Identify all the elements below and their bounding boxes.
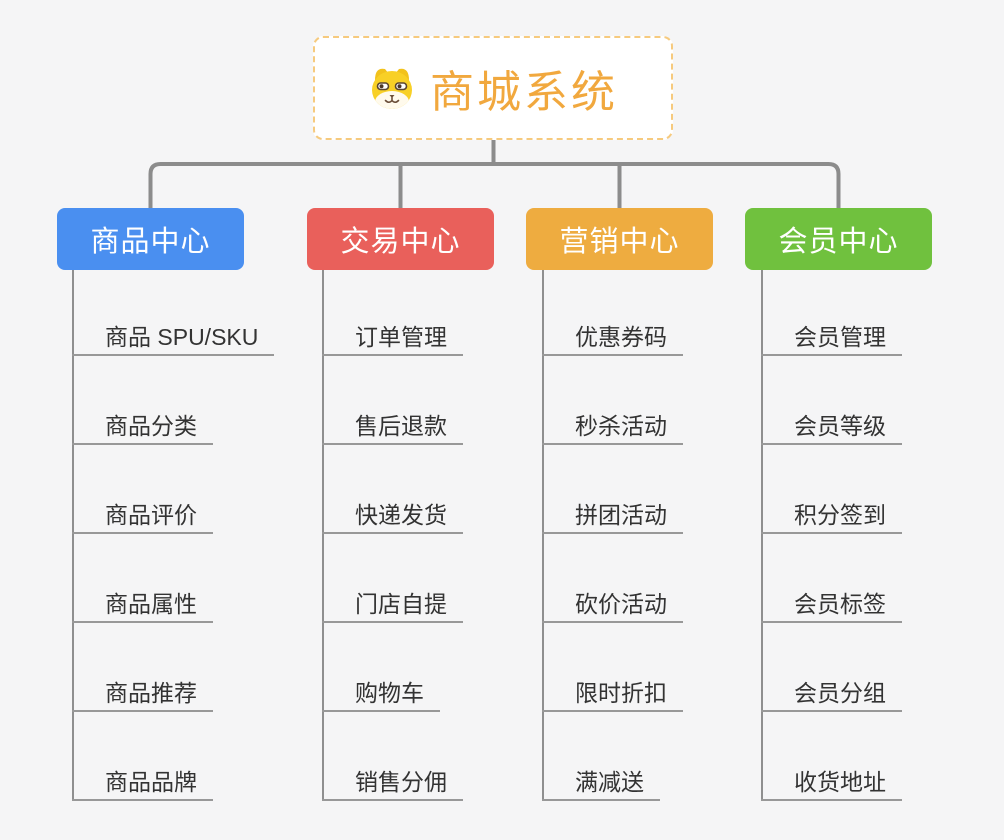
branch-label: 交易中心: [340, 226, 461, 258]
branch-node-member-center[interactable]: 会员中心: [745, 208, 932, 270]
branch-label: 会员中心: [778, 226, 899, 258]
leaf-node[interactable]: 收货地址: [761, 765, 902, 801]
root-title: 商城系统: [430, 68, 618, 117]
leaf-node[interactable]: 优惠券码: [542, 320, 683, 356]
branch-children-member: 会员管理 会员等级 积分签到 会员标签 会员分组 收货地址: [761, 268, 1004, 801]
leaf-node[interactable]: 满减送: [542, 765, 660, 801]
leaf-node[interactable]: 快递发货: [322, 498, 463, 534]
leaf-node[interactable]: 砍价活动: [542, 587, 683, 623]
leaf-node[interactable]: 商品评价: [72, 498, 213, 534]
branch-label: 商品中心: [90, 226, 211, 258]
leaf-node[interactable]: 商品属性: [72, 587, 213, 623]
leaf-node[interactable]: 购物车: [322, 676, 440, 712]
branch-children-product: 商品 SPU/SKU 商品分类 商品评价 商品属性 商品推荐 商品品牌: [72, 268, 352, 801]
leaf-node[interactable]: 门店自提: [322, 587, 463, 623]
leaf-node[interactable]: 拼团活动: [542, 498, 683, 534]
leaf-node[interactable]: 商品分类: [72, 409, 213, 445]
branch-node-marketing-center[interactable]: 营销中心: [526, 208, 713, 270]
leaf-node[interactable]: 会员分组: [761, 676, 902, 712]
leaf-node[interactable]: 商品推荐: [72, 676, 213, 712]
leaf-node[interactable]: 秒杀活动: [542, 409, 683, 445]
leaf-node[interactable]: 商品 SPU/SKU: [72, 320, 275, 356]
branch-children-marketing: 优惠券码 秒杀活动 拼团活动 砍价活动 限时折扣 满减送: [542, 268, 822, 801]
leaf-node[interactable]: 限时折扣: [542, 676, 683, 712]
leaf-node[interactable]: 积分签到: [761, 498, 902, 534]
leaf-node[interactable]: 会员标签: [761, 587, 902, 623]
leaf-node[interactable]: 订单管理: [322, 320, 463, 356]
branch-node-trade-center[interactable]: 交易中心: [307, 208, 494, 270]
leaf-node[interactable]: 销售分佣: [322, 765, 463, 801]
leaf-node[interactable]: 会员等级: [761, 409, 902, 445]
root-node[interactable]: 商城系统: [313, 36, 673, 140]
leaf-node[interactable]: 商品品牌: [72, 765, 213, 801]
branch-node-product-center[interactable]: 商品中心: [57, 208, 244, 270]
branch-children-trade: 订单管理 售后退款 快递发货 门店自提 购物车 销售分佣: [322, 268, 602, 801]
dog-face-icon: [372, 68, 412, 109]
branch-label: 营销中心: [559, 226, 680, 258]
leaf-node[interactable]: 售后退款: [322, 409, 463, 445]
leaf-node[interactable]: 会员管理: [761, 320, 902, 356]
